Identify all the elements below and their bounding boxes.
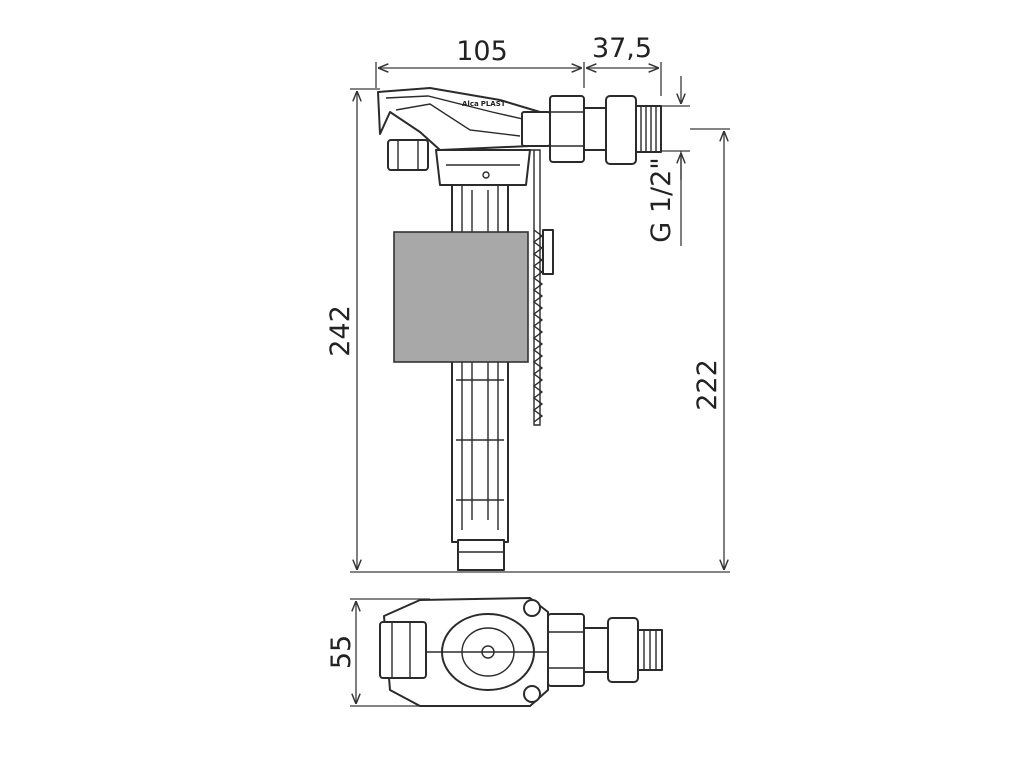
dimension-222: 222 [690, 128, 730, 570]
dimension-242: 242 [325, 88, 730, 573]
thread-label: G 1/2" [646, 157, 677, 242]
pivot-clip [387, 139, 429, 171]
height-total-label: 242 [325, 305, 356, 357]
width-thread-label: 37,5 [592, 33, 652, 64]
inlet-nut [549, 95, 585, 163]
top-view-washer [607, 617, 639, 683]
depth-label: 55 [326, 635, 357, 669]
valve-bottom-nozzle [457, 539, 505, 571]
top-view-thread-body [583, 627, 609, 673]
top-view-clip [379, 621, 427, 679]
adjustment-rod [530, 149, 541, 426]
dimension-105: 105 [375, 36, 585, 88]
top-view-screw [523, 685, 541, 703]
float-block [393, 231, 529, 363]
top-view-nut [547, 613, 585, 687]
height-inlet-label: 222 [692, 359, 723, 411]
inlet-washer [605, 95, 637, 165]
inlet-thread [635, 105, 662, 153]
dimension-37-5: 37,5 [586, 33, 662, 96]
inlet-thread-body [583, 107, 607, 151]
dimension-thread: G 1/2" [646, 76, 690, 246]
valve-neck [435, 149, 531, 186]
dimension-55: 55 [326, 598, 430, 707]
fill-valve-top-view [379, 597, 663, 707]
width-main-label: 105 [456, 36, 508, 67]
